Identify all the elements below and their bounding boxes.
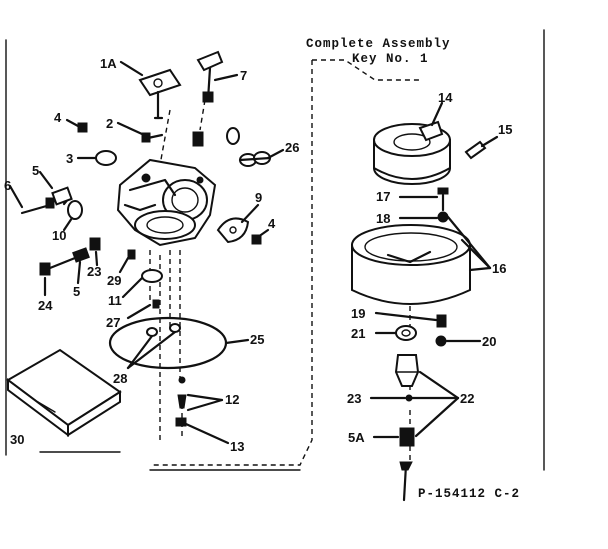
- callout-23-left: 23: [87, 264, 101, 279]
- part-screw-2: [141, 132, 164, 143]
- callout-5-bottom: 5: [73, 284, 80, 299]
- part-gasket-3: [95, 150, 117, 166]
- title-line-2: Key No. 1: [352, 52, 429, 66]
- part-18: [437, 211, 449, 223]
- part-20: [435, 335, 447, 347]
- callout-20: 20: [482, 334, 496, 349]
- part-spring-5-lower: [72, 247, 90, 263]
- part-washer-21: [395, 325, 417, 341]
- callout-3: 3: [66, 151, 73, 166]
- callout-13: 13: [230, 439, 244, 454]
- part-needle-6: [20, 197, 55, 215]
- part-gasket-9: [216, 217, 250, 244]
- callout-23-right: 23: [347, 391, 361, 406]
- part-28: [146, 323, 181, 337]
- callout-15: 15: [498, 122, 512, 137]
- callout-2: 2: [106, 116, 113, 131]
- part-pin-27: [152, 299, 160, 309]
- part-float-bowl-16: [351, 224, 471, 305]
- callout-4-right: 4: [268, 216, 276, 231]
- callout-9: 9: [255, 190, 262, 205]
- callout-30: 30: [10, 432, 24, 447]
- callout-26: 26: [285, 140, 299, 155]
- callout-6: 6: [4, 178, 11, 193]
- callout-29: 29: [107, 273, 121, 288]
- part-spring-23-left: [89, 237, 101, 251]
- callout-11: 11: [108, 293, 122, 308]
- callout-27: 27: [106, 315, 120, 330]
- callout-1a: 1A: [100, 56, 117, 71]
- callout-14: 14: [438, 90, 453, 105]
- leader-lines: [8, 60, 499, 445]
- part-spring-5: [51, 186, 73, 206]
- callout-4-top: 4: [54, 110, 62, 125]
- callout-16: 16: [492, 261, 506, 276]
- callout-28: 28: [113, 371, 127, 386]
- callout-17: 17: [376, 189, 390, 204]
- callout-5a: 5A: [348, 430, 365, 445]
- callout-25: 25: [250, 332, 264, 347]
- callout-labels: 1A 2 3 4 4 5 6 10 24 5 23 29 11 27 28 30…: [4, 56, 512, 454]
- part-pin-15: [464, 140, 487, 160]
- part-number-label: P-154112 C-2: [418, 487, 520, 501]
- carburetor-body: [116, 158, 217, 247]
- callout-7: 7: [240, 68, 247, 83]
- callout-24: 24: [38, 298, 53, 313]
- part-choke-shaft-7: [196, 50, 224, 103]
- callout-21: 21: [351, 326, 365, 341]
- part-throttle-lever: [138, 68, 182, 120]
- diagram-frame: [5, 29, 545, 471]
- part-washer-11: [141, 269, 163, 283]
- part-filter-30: [6, 348, 122, 437]
- part-spring-top: [192, 127, 240, 147]
- part-screw-4: [77, 122, 262, 245]
- callout-10: 10: [52, 228, 66, 243]
- callout-22: 22: [460, 391, 474, 406]
- part-ring-10: [67, 200, 83, 220]
- part-needle-24: [39, 256, 77, 276]
- callout-5-top: 5: [32, 163, 39, 178]
- assembly-title: Complete Assembly Key No. 1: [306, 37, 451, 66]
- callout-19: 19: [351, 306, 365, 321]
- part-29: [127, 249, 136, 260]
- part-screw-17: [437, 187, 449, 212]
- callout-12: 12: [225, 392, 239, 407]
- part-jet-22: [394, 354, 420, 387]
- part-12: [177, 376, 187, 409]
- title-line-1: Complete Assembly: [306, 37, 451, 51]
- callout-18: 18: [376, 211, 390, 226]
- part-13: [175, 417, 187, 427]
- part-spring-19: [436, 314, 447, 328]
- part-bowl-top-14: [373, 120, 451, 185]
- part-fitting-26: [238, 151, 272, 167]
- part-bolt-bottom: [399, 461, 413, 502]
- part-spring-5a: [399, 427, 415, 447]
- part-bowl-gasket-25: [108, 316, 228, 370]
